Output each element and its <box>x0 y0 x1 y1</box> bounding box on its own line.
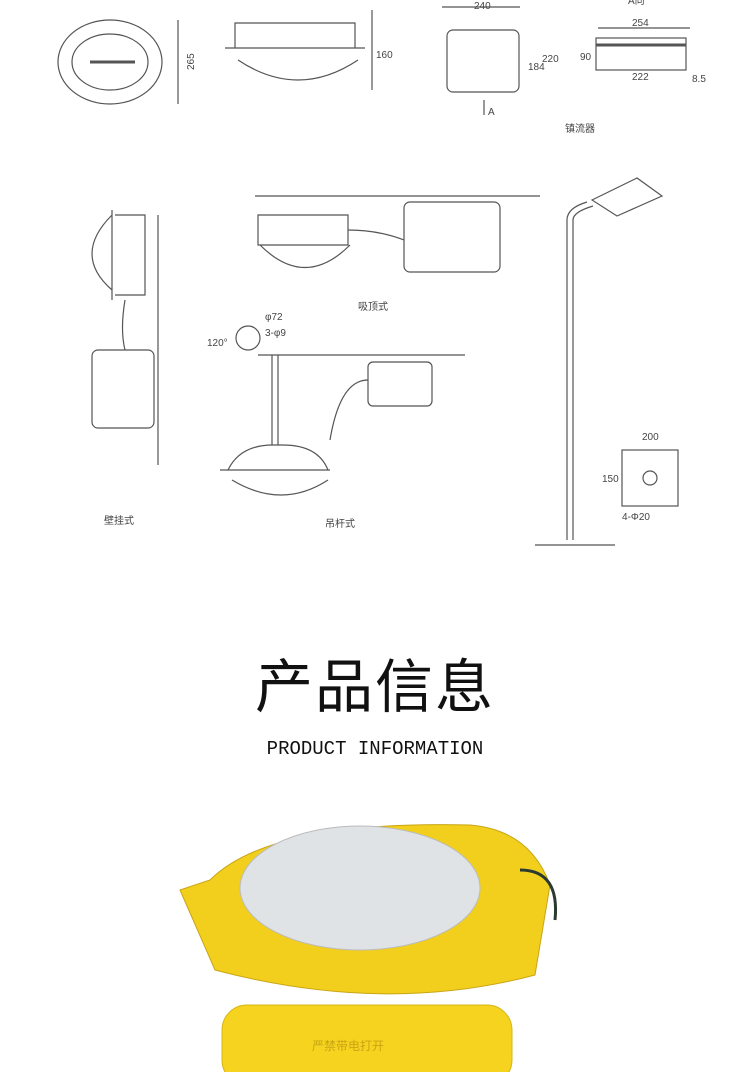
ballast-front-view: 240 184 220 A <box>442 1 559 118</box>
cable <box>519 868 558 921</box>
dim-150: 150 <box>602 474 619 485</box>
dim-222: 222 <box>632 72 649 83</box>
ballast-box <box>221 1004 513 1072</box>
dim-265: 265 <box>186 53 197 70</box>
dim-3-phi9: 3-φ9 <box>265 328 286 339</box>
lamp-side-view: 160 <box>225 10 393 90</box>
ceiling-mount-label: 吸顶式 <box>358 302 388 313</box>
dim-220: 220 <box>542 54 559 65</box>
dim-4-phi20: 4-Φ20 <box>622 512 650 523</box>
dim-120deg: 120° <box>207 338 228 349</box>
lamp-top-view: 265 <box>57 19 197 105</box>
ballast-label: 镇流器 <box>565 124 595 135</box>
dim-254: 254 <box>632 18 649 29</box>
wall-mount-label: 壁挂式 <box>104 516 134 527</box>
ballast-a-view: 254 90 222 8.5 A向 <box>580 0 706 85</box>
dim-184: 184 <box>528 62 545 73</box>
pendant-mount-label: 吊杆式 <box>325 519 355 530</box>
dim-240: 240 <box>474 1 491 12</box>
dim-8-5: 8.5 <box>692 74 706 85</box>
section-title-en: PRODUCT INFORMATION <box>266 738 484 760</box>
view-a-label: A向 <box>628 0 645 7</box>
lamp-glass <box>239 825 481 951</box>
section-title-cn: 产品信息 <box>254 653 495 721</box>
dim-200: 200 <box>642 432 659 443</box>
dim-160: 160 <box>376 50 393 61</box>
arrow-label-a: A <box>488 107 495 118</box>
pendant-mount-drawing: φ72 3-φ9 120° <box>207 312 465 496</box>
pole-mount-drawing: 200 150 4-Φ20 <box>535 177 679 546</box>
lid-warning-text: 严禁带电打开 <box>312 1039 384 1053</box>
wall-mount-drawing <box>91 210 159 465</box>
ceiling-mount-drawing <box>255 195 540 273</box>
dim-90: 90 <box>580 52 592 63</box>
dim-phi72: φ72 <box>265 312 283 323</box>
